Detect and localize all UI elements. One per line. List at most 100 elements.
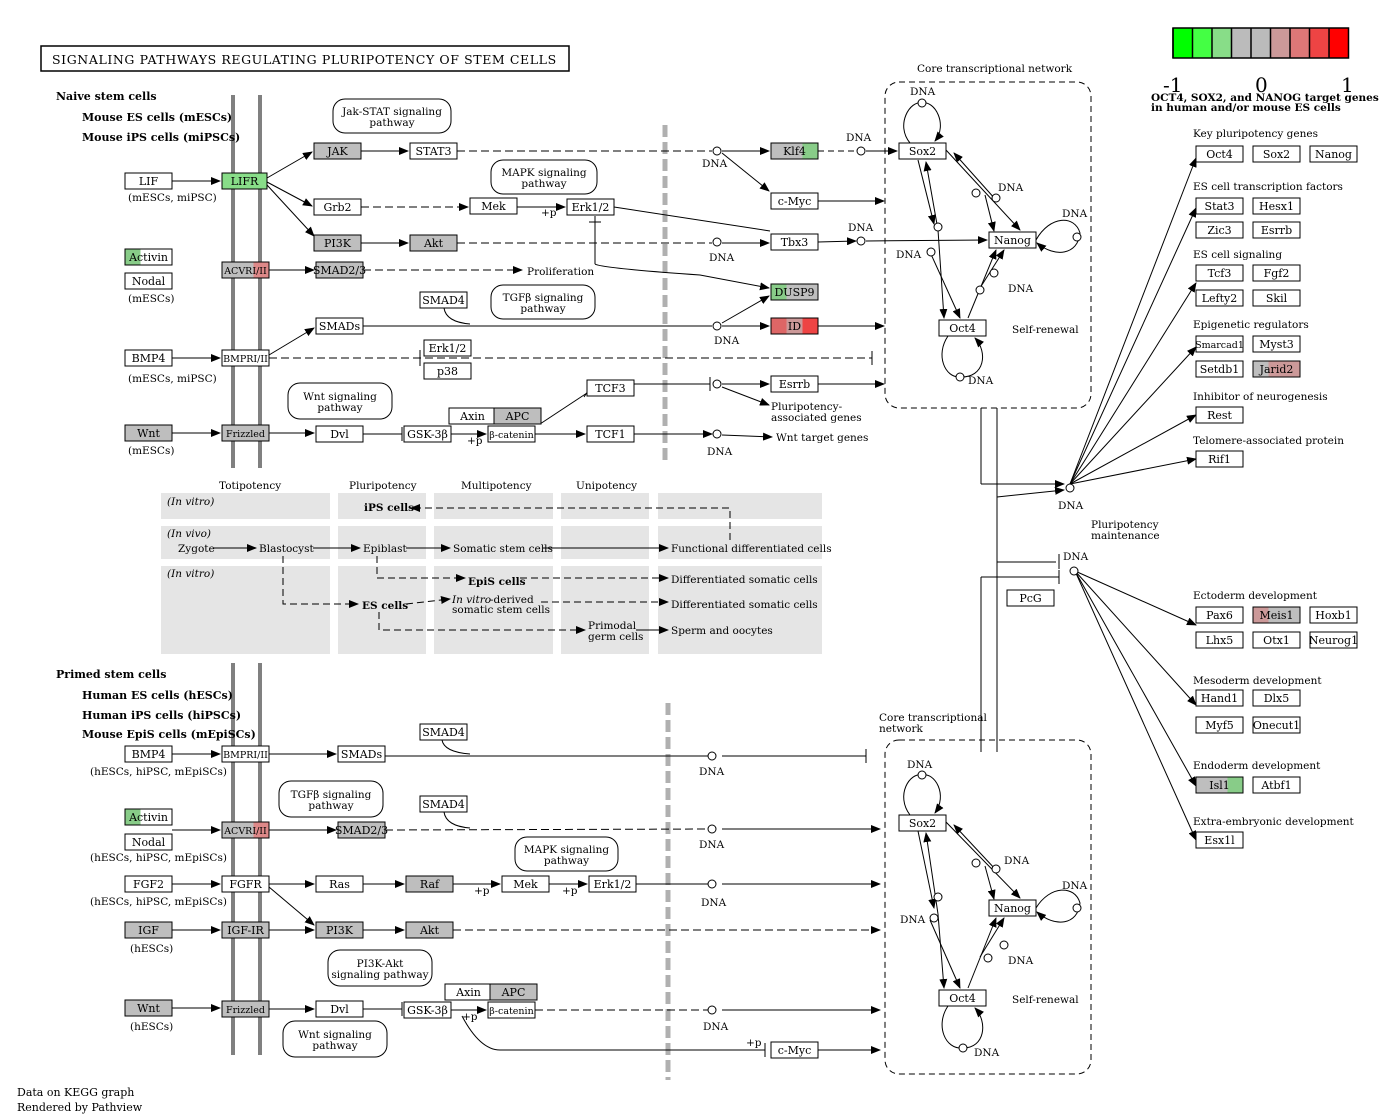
gene-node[interactable]: Sox2	[898, 142, 947, 160]
gene-node[interactable]: Setdb1	[1195, 360, 1244, 378]
gene-node[interactable]: c-Myc	[770, 192, 819, 210]
gene-node[interactable]: GSK-3β	[403, 425, 452, 443]
gene-node[interactable]: Grb2	[313, 198, 362, 216]
gene-node[interactable]: ACVRI/II	[221, 821, 270, 839]
gene-node[interactable]: LIF	[124, 172, 173, 190]
gene-node[interactable]: Stat3	[1195, 197, 1244, 215]
gene-node[interactable]: SMAD4	[419, 795, 468, 813]
gene-node[interactable]: PI3K	[313, 234, 362, 252]
gene-node[interactable]: Erk1/2	[423, 339, 472, 357]
gene-node[interactable]: Hand1	[1195, 689, 1244, 707]
gene-node[interactable]: SMAD2/3	[313, 261, 366, 279]
gene-node[interactable]: Skil	[1252, 289, 1301, 307]
gene-node[interactable]: Erk1/2	[566, 198, 615, 216]
gene-node[interactable]: Meis1	[1252, 606, 1301, 624]
gene-node[interactable]: FGF2	[124, 875, 173, 893]
gene-node[interactable]: Nanog	[988, 231, 1037, 249]
gene-node[interactable]: p38	[423, 362, 472, 380]
gene-node[interactable]: Sox2	[1252, 145, 1301, 163]
gene-node[interactable]: Hoxb1	[1309, 606, 1358, 624]
gene-node[interactable]: LIFR	[221, 172, 268, 190]
gene-node[interactable]: Rest	[1195, 406, 1244, 424]
gene-node[interactable]: Nanog	[988, 899, 1037, 917]
gene-node[interactable]: Wnt	[124, 999, 173, 1017]
gene-node[interactable]: Axin	[448, 407, 497, 425]
gene-node[interactable]: Lefty2	[1195, 289, 1244, 307]
gene-node[interactable]: Esrrb	[770, 375, 819, 393]
gene-node[interactable]: Zic3	[1195, 221, 1244, 239]
gene-node[interactable]: BMPRI/II	[221, 349, 270, 367]
gene-node[interactable]: Klf4	[770, 142, 819, 160]
gene-node[interactable]: Fgf2	[1252, 264, 1301, 282]
gene-node[interactable]: Ras	[315, 875, 364, 893]
gene-node[interactable]: STAT3	[409, 142, 458, 160]
gene-node[interactable]: SMAD2/3	[335, 821, 388, 839]
gene-node[interactable]: Akt	[409, 234, 458, 252]
gene-node[interactable]: BMP4	[124, 349, 173, 367]
gene-node[interactable]: β-catenin	[487, 1001, 536, 1019]
gene-node[interactable]: Wnt	[124, 424, 173, 442]
gene-node[interactable]: Nanog	[1309, 145, 1358, 163]
gene-node[interactable]: Esx1l	[1195, 831, 1244, 849]
gene-node[interactable]: Jarid2	[1252, 360, 1301, 378]
gene-node[interactable]: IGF-IR	[221, 921, 270, 939]
gene-node[interactable]: Oct4	[938, 989, 987, 1007]
gene-node[interactable]: Dvl	[315, 1000, 364, 1018]
gene-node[interactable]: PcG	[1006, 589, 1055, 607]
gene-node[interactable]: Mek	[501, 875, 550, 893]
gene-node[interactable]: Oct4	[938, 319, 987, 337]
gene-node[interactable]: Dlx5	[1252, 689, 1301, 707]
gene-node[interactable]: TCF1	[586, 425, 635, 443]
gene-node[interactable]: Frizzled	[221, 424, 270, 442]
gene-node[interactable]: Sox2	[898, 814, 947, 832]
gene-node[interactable]: Smarcad1	[1195, 335, 1244, 353]
gene-node[interactable]: Tbx3	[770, 233, 819, 251]
gene-node[interactable]: β-catenin	[487, 425, 536, 443]
gene-node[interactable]: Neurog1	[1309, 631, 1358, 649]
gene-node[interactable]: c-Myc	[770, 1041, 819, 1059]
gene-node[interactable]: Onecut1	[1252, 716, 1301, 734]
gene-node[interactable]: Nodal	[124, 272, 173, 290]
gene-node[interactable]: Axin	[444, 983, 493, 1001]
gene-node[interactable]: Pax6	[1195, 606, 1244, 624]
gene-node[interactable]: Rif1	[1195, 450, 1244, 468]
gene-node[interactable]: Oct4	[1195, 145, 1244, 163]
gene-node[interactable]: JAK	[313, 142, 362, 160]
gene-node[interactable]: FGFR	[221, 875, 270, 893]
gene-node[interactable]: BMPRI/II	[221, 745, 270, 763]
gene-node[interactable]: Activin	[124, 248, 173, 266]
gene-node[interactable]: Nodal	[124, 833, 173, 851]
gene-node[interactable]: PI3K	[315, 921, 364, 939]
gene-node[interactable]: TCF3	[586, 379, 635, 397]
gene-node[interactable]: Frizzled	[221, 1000, 270, 1018]
gene-node[interactable]: DUSP9	[770, 283, 819, 301]
gene-node[interactable]: Erk1/2	[588, 875, 637, 893]
gene-node[interactable]: APC	[489, 983, 538, 1001]
gene-node[interactable]: Myf5	[1195, 716, 1244, 734]
gene-node[interactable]: SMAD4	[419, 291, 468, 309]
gene-node[interactable]: GSK-3β	[403, 1001, 452, 1019]
gene-node[interactable]: APC	[493, 407, 542, 425]
gene-node[interactable]: BMP4	[124, 745, 173, 763]
gene-node[interactable]: Tcf3	[1195, 264, 1244, 282]
gene-node[interactable]: Otx1	[1252, 631, 1301, 649]
gene-node[interactable]: Lhx5	[1195, 631, 1244, 649]
gene-node[interactable]: SMAD4	[419, 723, 468, 741]
gene-node[interactable]: Mek	[469, 197, 518, 215]
gene-node[interactable]: IGF	[124, 921, 173, 939]
gene-node[interactable]: Hesx1	[1252, 197, 1301, 215]
gene-node[interactable]: Activin	[124, 808, 173, 826]
gene-node[interactable]: ACVRI/II	[221, 261, 270, 279]
gene-node[interactable]: Atbf1	[1252, 776, 1301, 794]
gene-node[interactable]: Dvl	[315, 425, 364, 443]
gene-node[interactable]: Akt	[405, 921, 454, 939]
gene-node[interactable]: Myst3	[1252, 335, 1301, 353]
gene-node[interactable]: Raf	[405, 875, 454, 893]
gene-node[interactable]: Isl1	[1195, 776, 1244, 794]
